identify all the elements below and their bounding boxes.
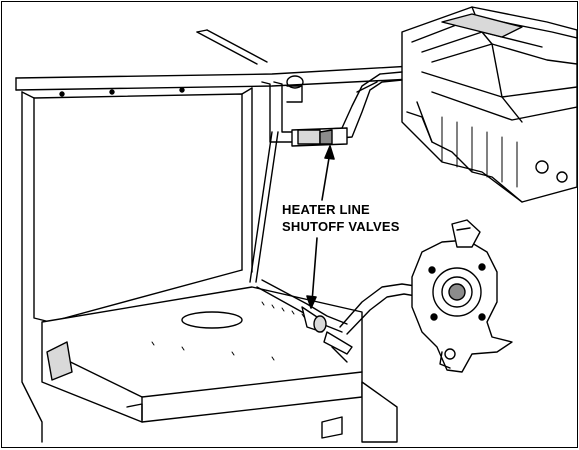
callout-arrows [306,145,335,309]
callout-line-1: HEATER LINE [282,202,370,217]
floor-platform [41,286,398,443]
hose-strut [249,131,279,283]
firewall-panel [21,87,253,443]
engine-block [401,6,577,203]
heater-line-shutoff-valves-callout: HEATER LINE SHUTOFF VALVES [282,201,400,235]
lower-heater-hose [256,279,423,363]
callout-line-2: SHUTOFF VALVES [282,219,400,234]
upper-heater-hose [261,71,403,147]
water-pump [411,219,513,373]
